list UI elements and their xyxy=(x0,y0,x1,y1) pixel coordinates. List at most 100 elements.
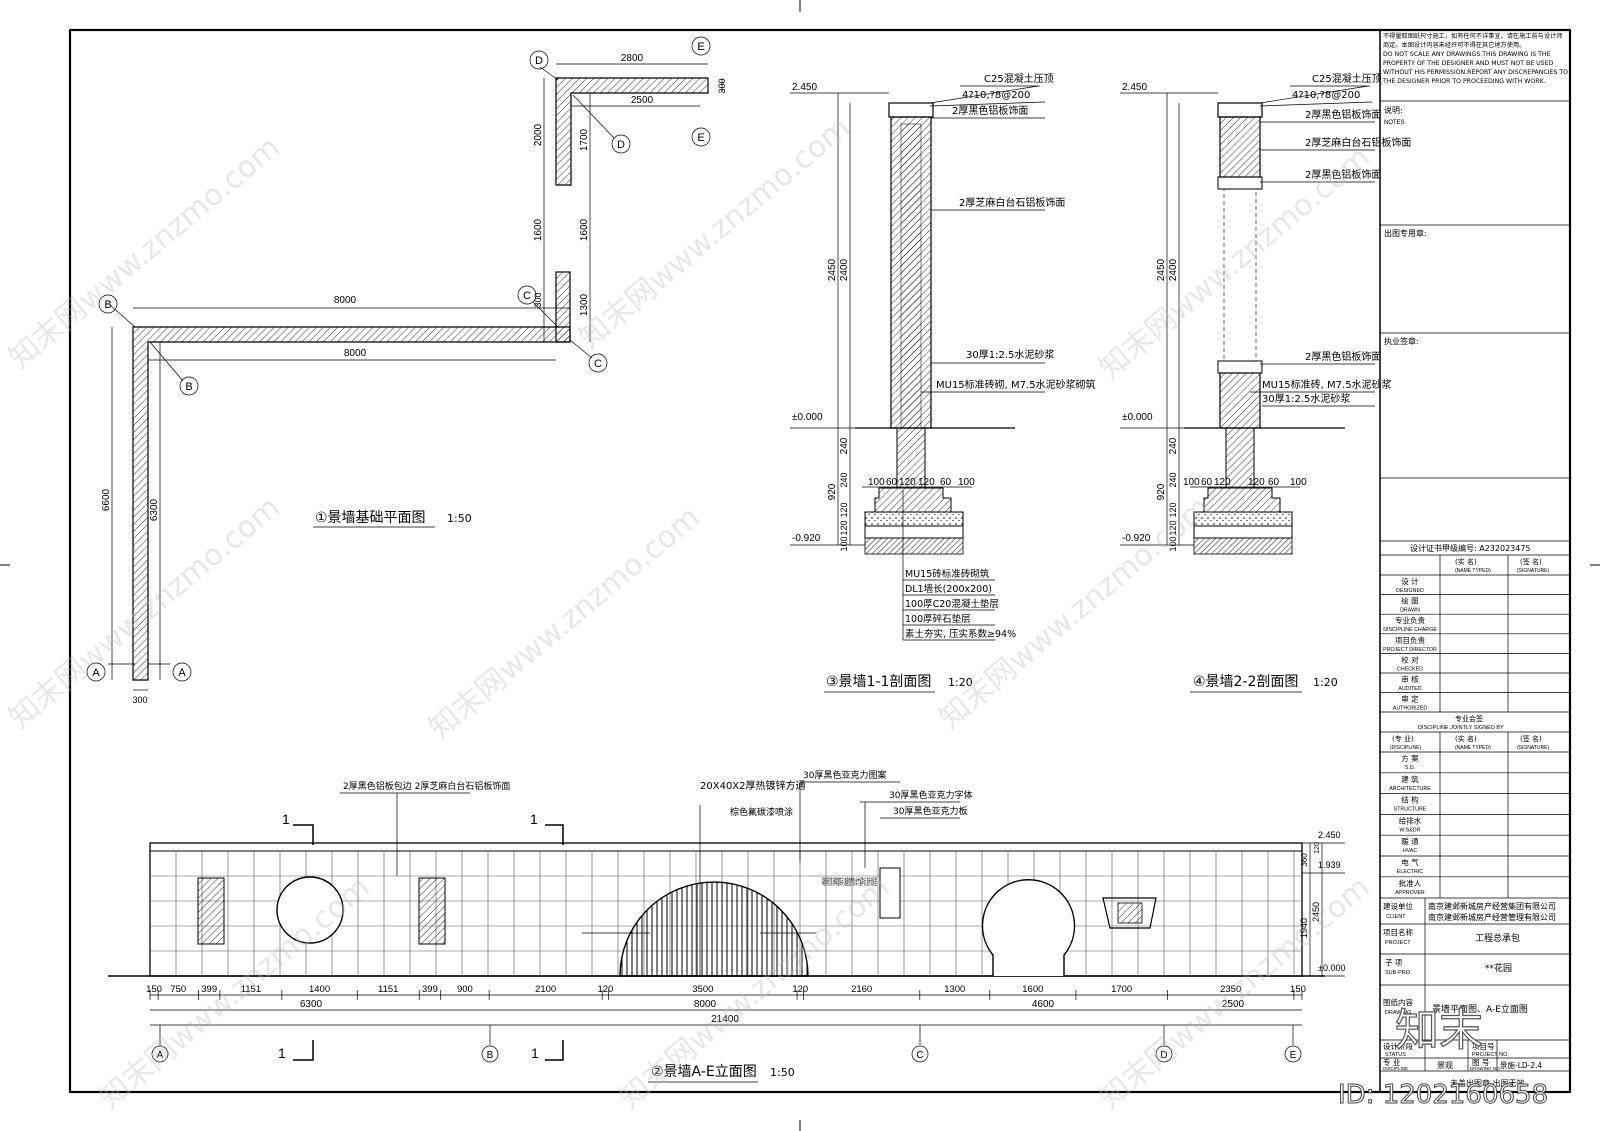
plan-dim: 1700 xyxy=(579,128,590,151)
section-dim: 120 xyxy=(918,477,935,488)
section-dim: 2400 xyxy=(839,258,850,281)
plan-wall-seg-c xyxy=(555,271,571,343)
plan-axis-bubbles: B B C C D D E E A A xyxy=(86,36,711,682)
section-dim: 100 xyxy=(1290,477,1307,488)
elevation-dim: 750 xyxy=(170,984,186,995)
elevation-note: 棕色氟碳漆喷涂 xyxy=(730,806,793,818)
axis-label: A xyxy=(92,667,100,679)
section-dim: 120 xyxy=(1168,502,1178,517)
projno-label-en: PROJECT NO. xyxy=(1472,1052,1509,1058)
section-mark: 1 xyxy=(278,1045,286,1061)
discipline-label-en: S.D. xyxy=(1405,765,1415,771)
section1-scale: 1:20 xyxy=(948,676,973,689)
role-label: 项目负责 xyxy=(1395,635,1425,645)
plan-dim: 300 xyxy=(533,292,543,307)
role-label: 专业负责 xyxy=(1395,615,1425,625)
section-dim: 100 xyxy=(1183,477,1200,488)
elevation-dim: 1700 xyxy=(1111,984,1132,995)
elev-label: 2.450 xyxy=(1122,82,1147,93)
axis-label: B xyxy=(185,381,192,393)
discipline-label: 电 气 xyxy=(1401,857,1419,867)
section-mark: 1 xyxy=(531,1045,539,1061)
section-note: 30厚1:2.5水泥砂浆 xyxy=(966,348,1054,361)
elevation-dim: 2450 xyxy=(1311,902,1321,922)
client-1: 南京建邺新城房产经营集团有限公司 xyxy=(1428,901,1556,911)
notice-en: DO NOT SCALE ANY DRAWINGS.THIS DRAWING I… xyxy=(1383,51,1568,85)
elevation-dim: 2350 xyxy=(1220,984,1241,995)
axis-label: C xyxy=(594,358,602,370)
section-dim: 240 xyxy=(1168,437,1179,454)
stamp-label: 出图专用章: xyxy=(1384,228,1427,238)
section-dim: 240 xyxy=(1168,472,1178,487)
notes-label-en: NOTES xyxy=(1384,120,1405,126)
notice-cn: 不得量取图纸尺寸施工，如有任何不详事宜，请在施工前与设计师商定。本图设计内容未经… xyxy=(1383,33,1563,49)
foundation-note: 素土夯实, 压实系数≥94% xyxy=(905,628,1016,640)
plan-title: ①景墙基础平面图 xyxy=(315,509,426,526)
plan-dim: 2800 xyxy=(621,53,644,64)
discipline-label-en: W.S&DR xyxy=(1400,827,1421,833)
elevation-dim: 360 xyxy=(1300,853,1309,867)
section-note: 4?10,?8@200 xyxy=(1292,90,1360,101)
plan-dim: 2000 xyxy=(533,123,544,146)
cosign-col1: (专 业) xyxy=(1392,734,1414,743)
project-label: 项目名称 xyxy=(1383,927,1413,937)
elevation-dim: 399 xyxy=(422,984,438,995)
discipline-label: 暖 通 xyxy=(1401,836,1419,846)
axis-label: A xyxy=(157,1050,164,1061)
elevation-dim: 120 xyxy=(792,984,808,995)
plan-wall-long xyxy=(132,326,571,681)
disc-value: 景观 xyxy=(1437,1061,1453,1070)
section-dim: 240 xyxy=(839,437,850,454)
discipline-label: 方 案 xyxy=(1401,753,1419,763)
col-name: (实 名) xyxy=(1455,734,1477,743)
watermark-text: 知末网www.znzmo.com xyxy=(573,110,857,356)
axis-label: B xyxy=(104,299,111,311)
axis-label: D xyxy=(617,139,625,151)
plan-dim: 1600 xyxy=(579,218,590,241)
section-dim: 2450 xyxy=(1156,258,1167,281)
section-dim: 120 xyxy=(1168,520,1178,535)
axis-label: E xyxy=(697,132,704,144)
elevation-note: 30厚黑色亚克力图案 xyxy=(803,769,886,781)
axis-label: C xyxy=(523,290,531,302)
section-dim: 120 xyxy=(899,477,916,488)
elevation-dim: 399 xyxy=(201,984,217,995)
content-label: 图纸内容 xyxy=(1383,997,1413,1007)
col-sign: (签 名) xyxy=(1520,734,1542,743)
elev-label: -0.920 xyxy=(1122,533,1151,544)
elev-label: 2.450 xyxy=(792,82,817,93)
elevation-dim: 1151 xyxy=(378,984,398,995)
elev-label: ±0.000 xyxy=(1318,963,1345,973)
axis-label: D xyxy=(535,55,543,67)
role-label: 审 核 xyxy=(1401,674,1419,684)
elev-label: -0.920 xyxy=(792,533,821,544)
section-dim: 60 xyxy=(940,477,952,488)
section-dim: 920 xyxy=(1156,483,1167,500)
dwgno-label-en: DRAWING NO. xyxy=(1470,1066,1501,1071)
project-label-en: PROJECT xyxy=(1385,940,1411,946)
elevation-dim: 120 xyxy=(1314,842,1321,854)
elevation-dim: 150 xyxy=(1290,984,1306,995)
cosign-label: 专业会签 xyxy=(1455,714,1483,723)
client-label-en: CLIENT xyxy=(1386,914,1406,920)
elevation-dim: 900 xyxy=(457,984,473,995)
content-label-en: DRAWING xyxy=(1385,1010,1411,1016)
elevation-poem: 探韵月影落 转瞬庭院间 逸趣悠然情 丝竹留声远 漫步清风里 xyxy=(822,876,877,888)
col-name-en: (NAME TYPED) xyxy=(1455,568,1491,574)
elev-label: 1.939 xyxy=(1318,860,1341,870)
col-name-en: (NAME TYPED) xyxy=(1455,745,1491,751)
axis-label: E xyxy=(1290,1050,1297,1061)
role-label-en: CHECKED xyxy=(1397,666,1423,672)
section-mark: 1 xyxy=(282,811,290,827)
cert-number: 设计证书甲级编号: A232023475 xyxy=(1410,543,1531,553)
elevation-note: 20X40X2厚热镀锌方通 xyxy=(700,779,806,792)
footer-note: 未盖出图章 出图无效 xyxy=(1450,1078,1525,1088)
plan-dim: 8000 xyxy=(334,295,357,306)
col-sign: (签 名) xyxy=(1520,557,1542,566)
section-note: 30厚1:2.5水泥砂浆 xyxy=(1262,392,1350,405)
content-name: 景墙平面图、A-E立面图 xyxy=(1432,1003,1528,1015)
section-note: 2厚黑色铝板饰面 xyxy=(1305,108,1381,121)
status-label-en: STATUS xyxy=(1385,1052,1406,1058)
